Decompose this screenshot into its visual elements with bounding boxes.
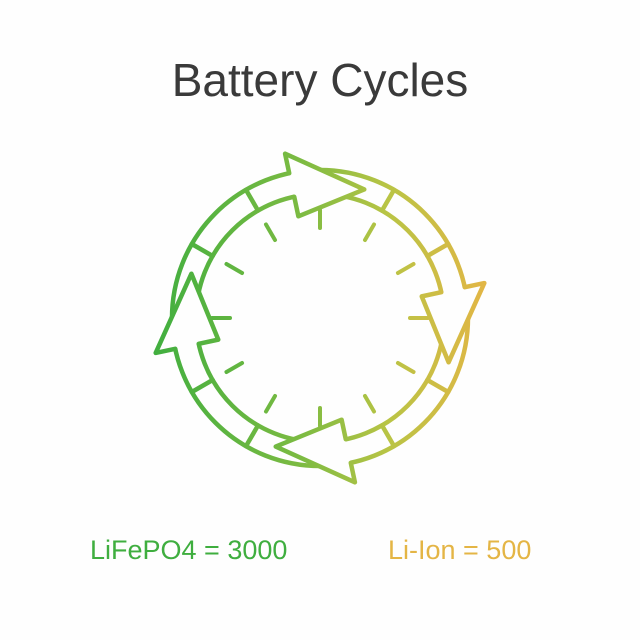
arrow-head-mask — [421, 283, 485, 363]
clock-ticks-icon — [210, 208, 430, 428]
ring-divider — [379, 187, 397, 213]
arrow-head-mask — [155, 273, 219, 353]
ring-divider — [243, 423, 261, 449]
ring-divider — [379, 423, 397, 449]
page-title: Battery Cycles — [171, 54, 469, 106]
arrow-head-right — [419, 280, 487, 365]
ring-divider — [425, 241, 451, 259]
arrow-head-top — [282, 151, 367, 219]
clock-tick — [224, 262, 245, 275]
clock-tick — [224, 361, 245, 374]
clock-tick — [264, 393, 277, 414]
ring-inner-edge — [193, 191, 447, 445]
clock-tick — [363, 393, 376, 414]
ring-divider — [425, 377, 451, 395]
ring-divider — [189, 377, 215, 395]
ring-divider — [243, 187, 261, 213]
liion-cycles-label: Li-Ion = 500 — [388, 535, 532, 565]
arrow-head-mask — [285, 153, 365, 217]
arrow-head-mask — [275, 419, 355, 483]
arrow-head-bottom — [273, 417, 358, 485]
clock-tick — [264, 222, 277, 243]
clock-tick — [363, 222, 376, 243]
lifepo4-cycles-label: LiFePO4 = 3000 — [90, 535, 288, 565]
cycle-arrows-icon — [153, 151, 487, 485]
ring-divider — [189, 241, 215, 259]
arrow-head-left — [153, 271, 221, 356]
clock-tick — [395, 262, 416, 275]
clock-tick — [395, 361, 416, 374]
